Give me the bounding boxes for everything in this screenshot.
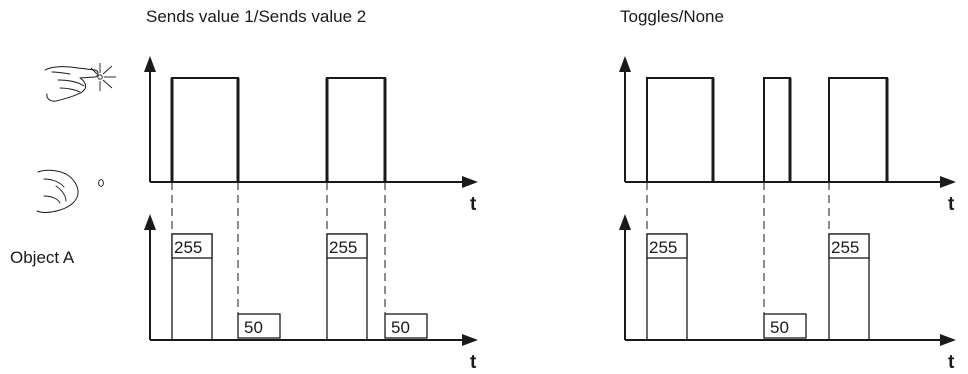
right-diagram-title: Toggles/None bbox=[620, 7, 724, 26]
left-edge-guides bbox=[171, 182, 386, 314]
left-pulse-2 bbox=[326, 77, 386, 182]
left-value-box-3 bbox=[326, 233, 368, 259]
right-bottom-y-arrow bbox=[619, 214, 631, 230]
right-edge-guides bbox=[646, 182, 830, 314]
left-pulse-1 bbox=[171, 77, 239, 182]
left-object-value-chart: t 255 50 255 50 bbox=[144, 214, 478, 373]
right-pulse-1 bbox=[646, 77, 714, 182]
right-top-y-arrow bbox=[619, 56, 631, 72]
left-bottom-y-arrow bbox=[144, 214, 156, 230]
hand-pressing-button-icon bbox=[44, 63, 116, 102]
hand-released-icon bbox=[36, 169, 104, 213]
right-bottom-x-arrow bbox=[940, 334, 956, 346]
right-object-value-chart: t 255 50 255 bbox=[619, 214, 956, 373]
right-value-box-2 bbox=[763, 313, 807, 339]
left-value-1: 255 bbox=[174, 238, 202, 257]
left-value-box-4 bbox=[384, 313, 428, 339]
right-pulse-2 bbox=[763, 77, 791, 182]
left-button-signal-chart: t bbox=[144, 56, 478, 215]
left-value-4: 50 bbox=[391, 318, 410, 337]
left-value-2: 50 bbox=[244, 318, 263, 337]
right-top-time-label: t bbox=[948, 194, 955, 215]
left-value-box-1 bbox=[171, 233, 213, 259]
right-value-1: 255 bbox=[649, 238, 677, 257]
left-top-y-arrow bbox=[144, 56, 156, 72]
left-bottom-time-label: t bbox=[470, 352, 477, 373]
right-pulse-3 bbox=[828, 77, 888, 182]
left-top-x-arrow bbox=[462, 176, 478, 188]
right-top-x-arrow bbox=[940, 176, 956, 188]
object-a-label: Object A bbox=[10, 248, 75, 267]
right-value-box-1 bbox=[646, 233, 688, 259]
right-bottom-time-label: t bbox=[948, 352, 955, 373]
right-value-2: 50 bbox=[770, 318, 789, 337]
left-diagram-title: Sends value 1/Sends value 2 bbox=[146, 7, 366, 26]
right-value-3: 255 bbox=[831, 238, 859, 257]
right-button-signal-chart: t bbox=[619, 56, 956, 215]
left-top-time-label: t bbox=[470, 194, 477, 215]
left-value-box-2 bbox=[237, 313, 281, 339]
right-value-box-3 bbox=[828, 233, 870, 259]
left-value-3: 255 bbox=[329, 238, 357, 257]
left-bottom-x-arrow bbox=[462, 334, 478, 346]
